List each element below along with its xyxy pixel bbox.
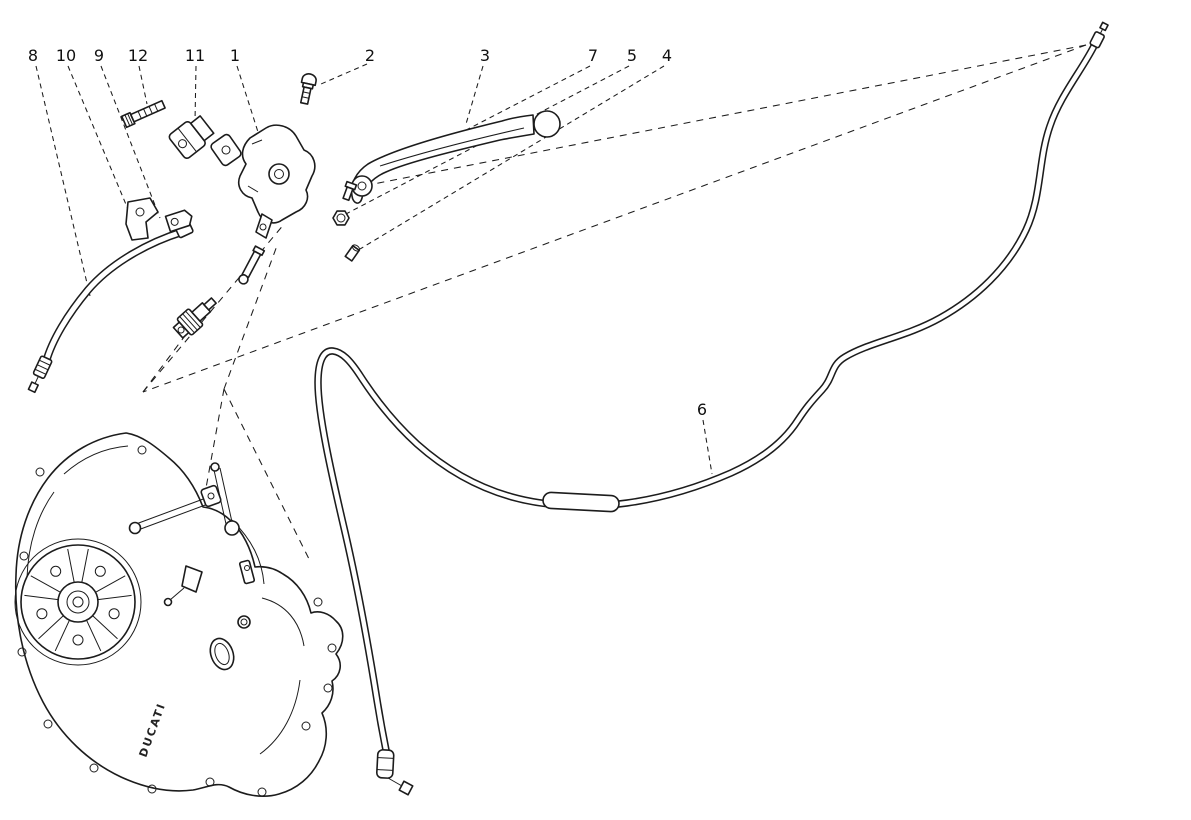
callout-part-7: 7 <box>588 46 598 65</box>
lever-assembly-parts <box>120 73 561 339</box>
cover-plug <box>237 615 251 629</box>
callout-part-5: 5 <box>627 46 637 65</box>
clamp-half <box>210 133 242 167</box>
cable-clip <box>164 209 193 233</box>
cable-bottom-fitting <box>376 749 414 796</box>
oil-sight-glass <box>209 637 235 671</box>
callout-part-10: 10 <box>56 46 76 65</box>
cover-bolt-holes <box>17 445 337 797</box>
callout-part-4: 4 <box>662 46 672 65</box>
callout-part-1: 1 <box>230 46 240 65</box>
callout-part-3: 3 <box>480 46 490 65</box>
clutch-lever <box>350 110 561 204</box>
lever-ball-end <box>533 110 561 138</box>
construction-lines <box>142 44 1087 564</box>
lever-bracket <box>237 124 316 239</box>
switch-bracket <box>125 197 159 241</box>
pivot-nut <box>332 210 350 226</box>
callout-part-6: 6 <box>697 400 707 419</box>
mount-bolt <box>120 99 166 129</box>
handlebar-clamp <box>168 115 215 160</box>
pivot-bushing <box>344 244 361 262</box>
engine-clutch-cover: DUCATI <box>14 432 344 797</box>
callout-part-8: 8 <box>28 46 38 65</box>
callout-labels: 8 10 9 12 11 1 2 3 7 5 4 6 <box>28 46 707 419</box>
callout-part-2: 2 <box>365 46 375 65</box>
clutch-actuation-linkage <box>128 462 256 607</box>
lever-screw <box>299 73 317 105</box>
cable-ferrule <box>542 491 620 513</box>
pivot-screw <box>342 180 358 202</box>
clutch-pressure-plate <box>14 538 142 666</box>
callout-part-12: 12 <box>128 46 148 65</box>
callout-leader-lines <box>35 63 713 475</box>
cable-adjuster <box>172 297 217 339</box>
clutch-cable <box>314 21 1109 796</box>
cable-top-fitting <box>1089 21 1109 49</box>
callout-part-11: 11 <box>185 46 205 65</box>
cable-pin <box>238 245 266 285</box>
callout-part-9: 9 <box>94 46 104 65</box>
clutch-hose <box>27 220 194 394</box>
